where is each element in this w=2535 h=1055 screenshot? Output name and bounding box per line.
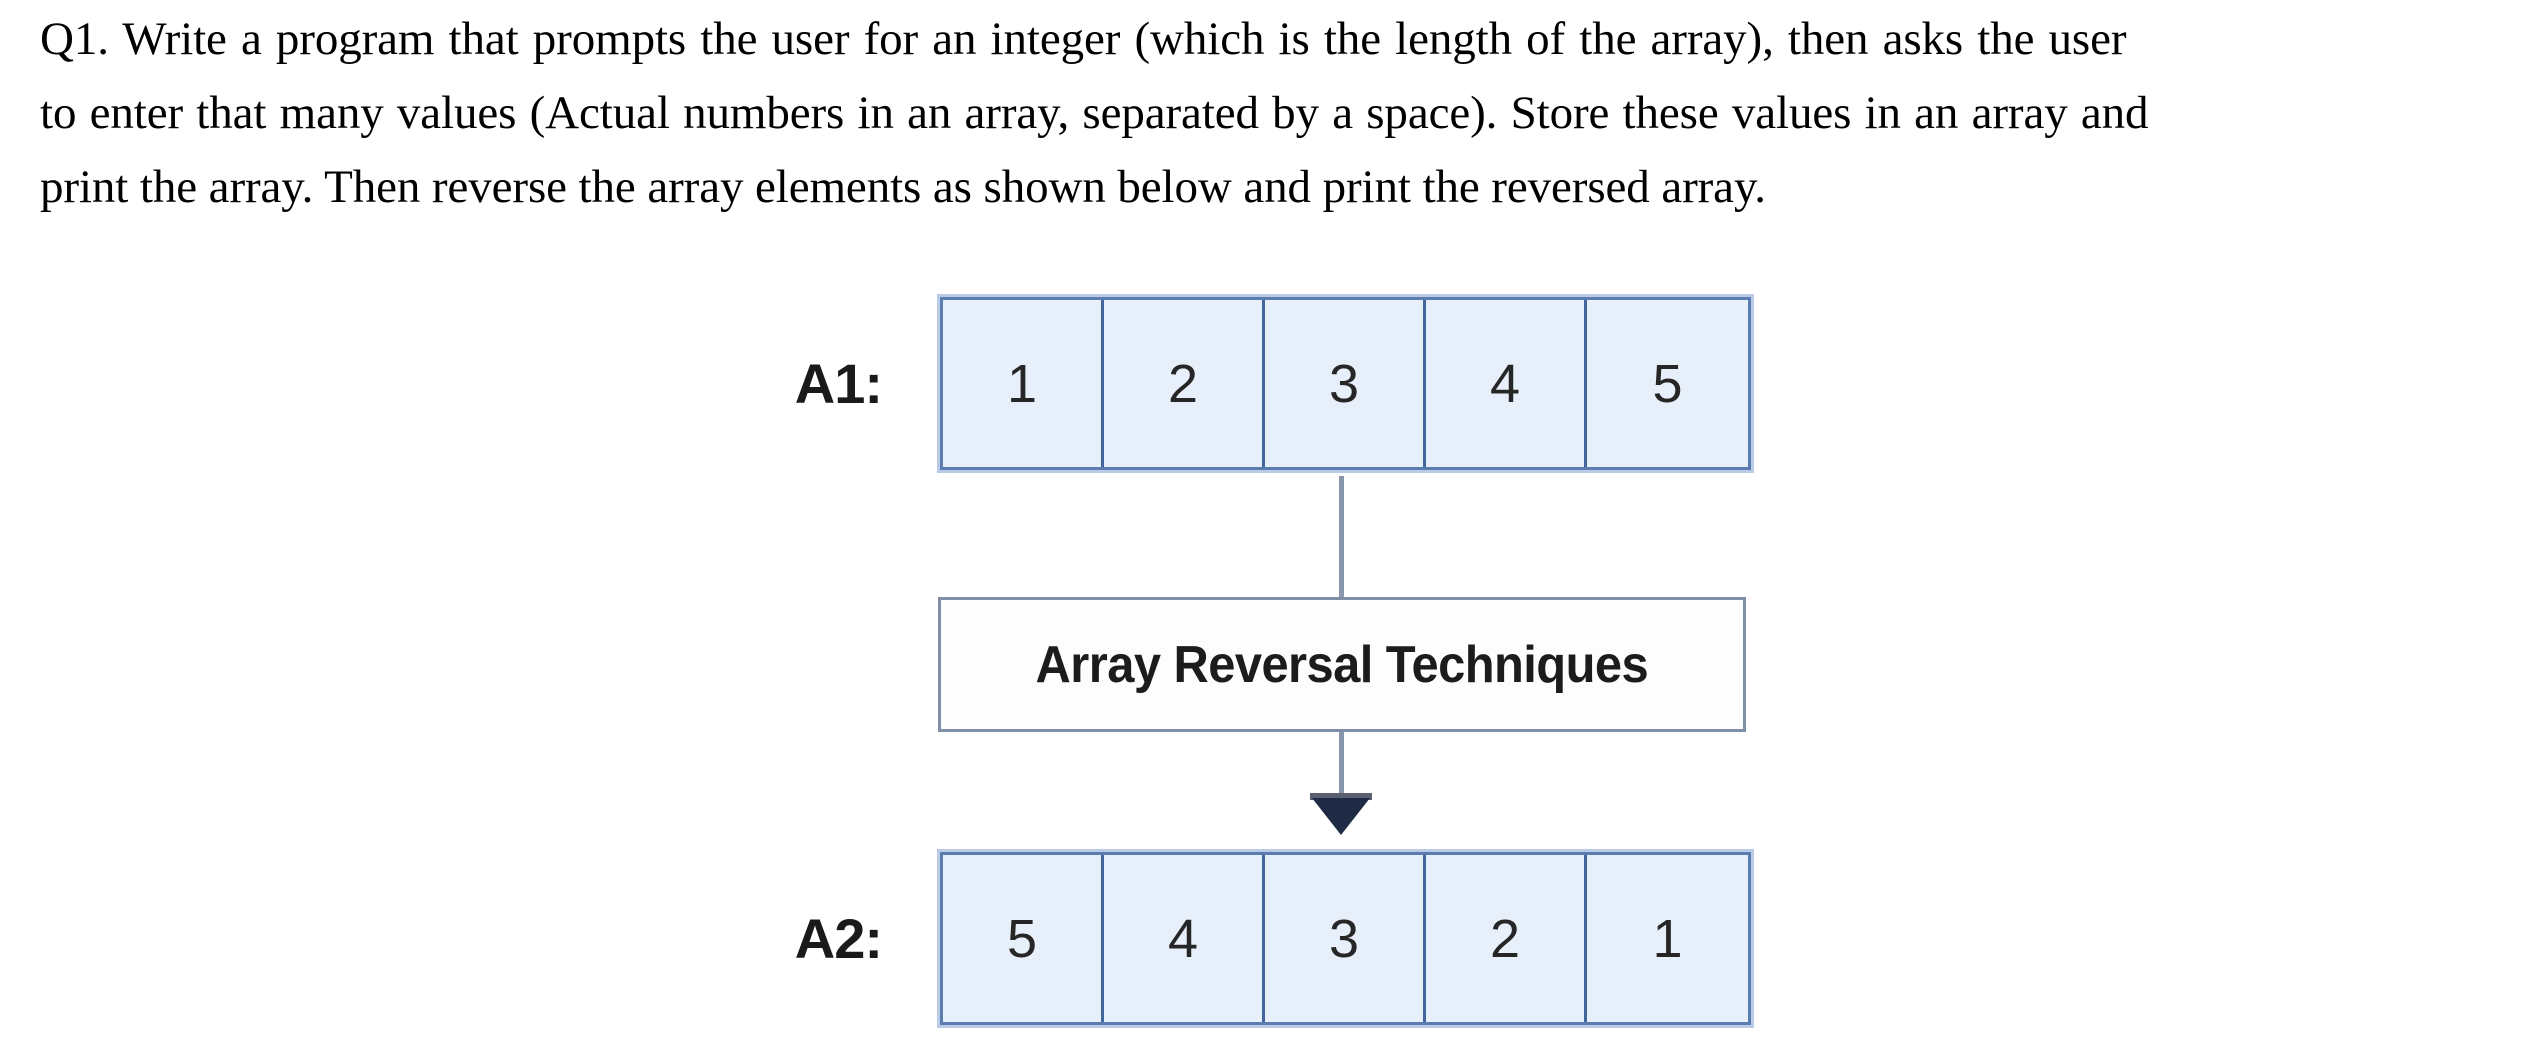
array-cells-a1: 1 2 3 4 5: [940, 297, 1751, 470]
array-cell: 4: [1426, 300, 1587, 467]
connector-line-bottom: [1339, 732, 1344, 802]
array-cell: 2: [1104, 300, 1265, 467]
array-cell: 4: [1104, 855, 1265, 1022]
arrow-head-cap: [1310, 793, 1372, 800]
question-text-block: Q1. Write a program that prompts the use…: [40, 2, 2506, 224]
arrow-down-icon: [1312, 798, 1370, 835]
array-cell: 1: [943, 300, 1104, 467]
process-box-array-reversal: Array Reversal Techniques: [938, 597, 1746, 732]
array-cell: 3: [1265, 300, 1426, 467]
question-line-2: to enter that many values (Actual number…: [40, 87, 2149, 139]
array-row-a1: A1: 1 2 3 4 5: [755, 297, 1751, 470]
question-line-1: Q1. Write a program that prompts the use…: [40, 13, 2127, 65]
array-cell: 5: [943, 855, 1104, 1022]
array-cell: 1: [1587, 855, 1748, 1022]
array-label-a1: A1:: [794, 352, 883, 415]
array-cells-a2: 5 4 3 2 1: [940, 852, 1751, 1025]
question-line-3: print the array. Then reverse the array …: [40, 161, 1766, 213]
array-cell: 2: [1426, 855, 1587, 1022]
connector-line-top: [1339, 476, 1344, 598]
array-label-a2: A2:: [794, 907, 883, 970]
array-cell: 3: [1265, 855, 1426, 1022]
process-box-label: Array Reversal Techniques: [1035, 635, 1649, 694]
array-row-a2: A2: 5 4 3 2 1: [755, 852, 1751, 1025]
array-cell: 5: [1587, 300, 1748, 467]
